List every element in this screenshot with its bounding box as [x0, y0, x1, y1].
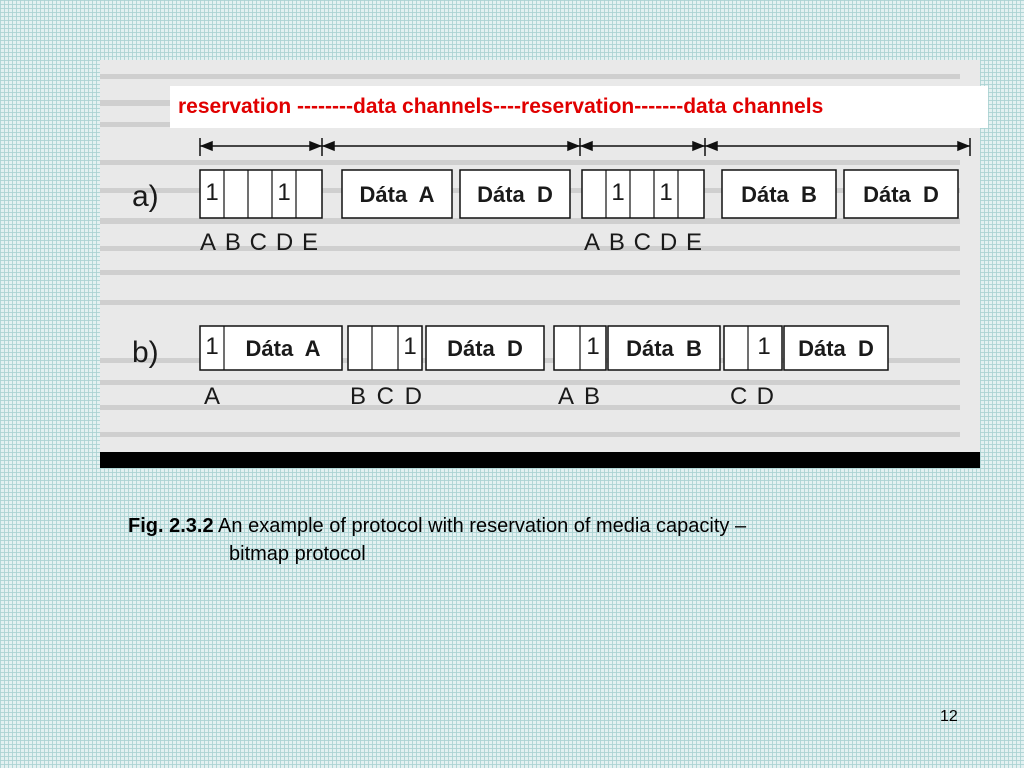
station-letters: ABCDE: [200, 229, 318, 256]
row-b-label: b): [132, 336, 159, 369]
bit: 1: [659, 179, 672, 206]
row-a-data-2: Dáta B Dáta D: [721, 169, 959, 219]
row-b-group-2: 1 Dáta D BCD: [347, 325, 545, 410]
data-frame-label: Dáta A: [360, 182, 435, 207]
row-a-reservation-2: 1 1: [581, 169, 705, 219]
bit: 1: [277, 179, 290, 206]
row-a-label: a): [132, 180, 159, 213]
figure-bottom-bar: [100, 452, 980, 468]
row-b-group-4: 1 Dáta D CD: [723, 325, 889, 410]
row-a-data-1: Dáta A Dáta D: [341, 169, 571, 219]
bit: 1: [586, 333, 599, 360]
station-letters: BCD: [350, 383, 422, 410]
protocol-figure: a) 1 1 ABCDE Dáta A Dáta D 1 1 ABCDE: [100, 60, 980, 468]
caption-text-line2: bitmap protocol: [229, 543, 366, 565]
bit: 1: [757, 333, 770, 360]
station-letters: A: [204, 383, 220, 410]
figure-number: Fig. 2.3.2: [128, 515, 214, 537]
caption-text-line1: An example of protocol with reservation …: [218, 515, 747, 537]
station-letters: ABCDE: [584, 229, 702, 256]
data-frame-label: Dáta D: [798, 336, 874, 361]
row-a-reservation-1: 1 1: [199, 169, 323, 219]
bit: 1: [205, 179, 218, 206]
bit: 1: [205, 333, 218, 360]
page-number: 12: [940, 708, 958, 725]
reservation-overlay-caption: reservation --------data channels----res…: [170, 86, 988, 128]
bit: 1: [611, 179, 624, 206]
bit: 1: [403, 333, 416, 360]
data-frame-label: Dáta B: [626, 336, 702, 361]
data-frame-label: Dáta D: [477, 182, 553, 207]
row-b-group-1: 1 Dáta A A: [199, 325, 343, 410]
data-frame-label: Dáta D: [447, 336, 523, 361]
row-b-group-3: 1 Dáta B AB: [553, 325, 721, 410]
interval-arrows: [199, 138, 971, 156]
data-frame-label: Dáta D: [863, 182, 939, 207]
data-frame-label: Dáta A: [246, 336, 321, 361]
data-frame-label: Dáta B: [741, 182, 817, 207]
figure-caption: Fig. 2.3.2 An example of protocol with r…: [128, 512, 948, 568]
figure-svg: a) 1 1 ABCDE Dáta A Dáta D 1 1 ABCDE: [100, 74, 971, 437]
